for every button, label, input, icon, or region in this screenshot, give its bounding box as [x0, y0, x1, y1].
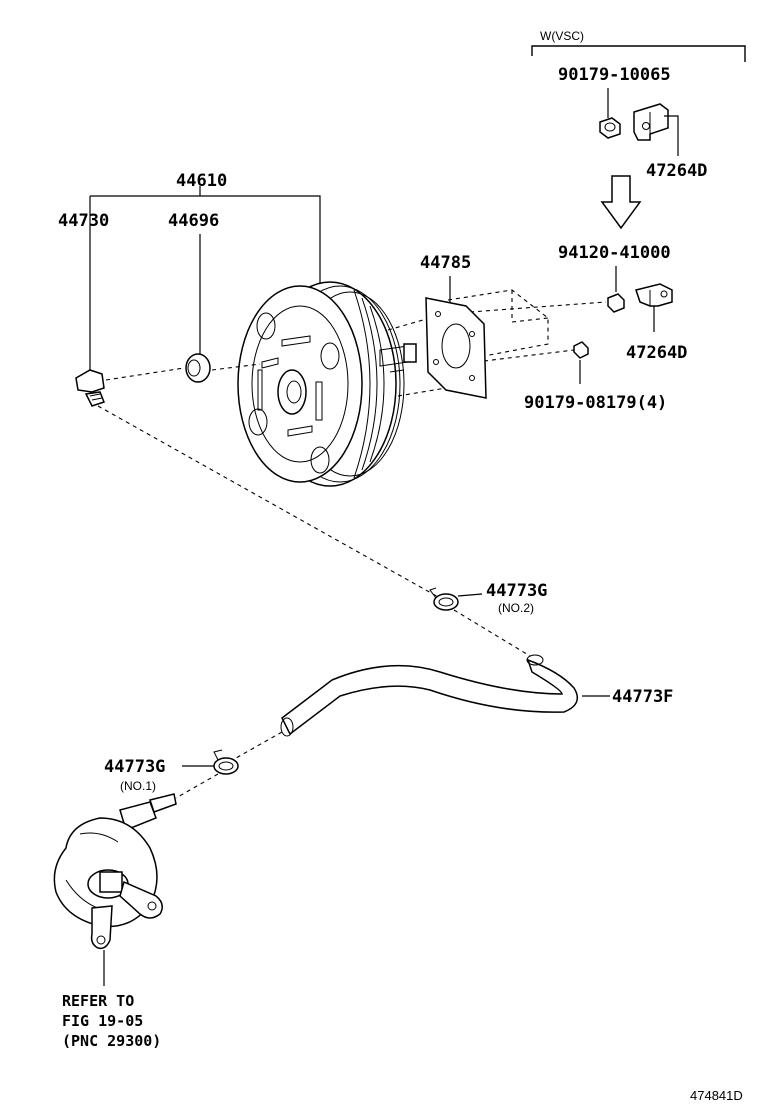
part-number-44610[interactable]: 44610	[176, 171, 227, 191]
part-number-44730[interactable]: 44730	[58, 211, 109, 231]
nut-90179-10065	[599, 117, 621, 139]
dash-to-nut-90179	[475, 349, 575, 363]
dash-valve-grommet	[105, 367, 185, 381]
part-number-44773g-no1[interactable]: 44773G	[104, 757, 165, 777]
dash-clamp1-pump	[175, 773, 219, 799]
part-number-94120-41000[interactable]: 94120-41000	[558, 243, 671, 263]
down-arrow-icon	[600, 175, 642, 230]
part-number-47264d-top[interactable]: 47264D	[646, 161, 707, 181]
clamp-no1-note: (NO.1)	[120, 779, 156, 793]
hose-clamp-44773g-no1	[213, 749, 239, 775]
dash-valve-clamp	[97, 405, 441, 599]
part-number-90179-10065[interactable]: 90179-10065	[558, 65, 671, 85]
part-number-44785[interactable]: 44785	[420, 253, 471, 273]
drawing-code: 474841D	[690, 1088, 743, 1103]
part-number-44773g-no2[interactable]: 44773G	[486, 581, 547, 601]
part-number-90179-08179[interactable]: 90179-08179(4)	[524, 393, 667, 413]
refer-line-3[interactable]: (PNC 29300)	[62, 1032, 161, 1050]
vacuum-hose-44773f	[280, 654, 579, 737]
part-number-44696[interactable]: 44696	[168, 211, 219, 231]
vsc-bracket-line	[531, 45, 746, 62]
dash-to-nut-94120	[469, 301, 607, 313]
gasket-44785	[425, 297, 487, 399]
grommet-44696	[185, 353, 211, 383]
clamp-no2-note: (NO.2)	[498, 601, 534, 615]
vacuum-pump	[53, 793, 177, 950]
leader-44610-bracket	[90, 195, 321, 284]
refer-line-2[interactable]: FIG 19-05	[62, 1012, 143, 1030]
leader-44773g-no2	[457, 593, 483, 597]
vsc-variant-group: W(VSC) 90179-10065 47264D	[531, 29, 746, 230]
bracket-47264d-mid	[635, 283, 673, 307]
check-valve-44730	[75, 369, 105, 407]
vsc-note-label: W(VSC)	[540, 29, 584, 43]
dash-clamp-hose	[453, 609, 531, 657]
leader-47264d-top	[664, 115, 679, 156]
part-number-44773f[interactable]: 44773F	[612, 687, 673, 707]
nut-90179-08179	[573, 341, 589, 359]
nut-94120-41000	[607, 293, 625, 313]
dash-grommet-booster	[211, 363, 261, 371]
dash-hose-clamp1	[235, 731, 283, 759]
firewall-outline	[447, 289, 549, 357]
hose-clamp-44773g-no2	[429, 587, 459, 611]
brake-booster-44610	[237, 281, 417, 487]
refer-line-1[interactable]: REFER TO	[62, 992, 134, 1010]
bracket-47264d-top	[633, 103, 669, 141]
part-number-47264d-mid[interactable]: 47264D	[626, 343, 687, 363]
dash-stud-top	[387, 317, 431, 331]
firewall-outline-inner	[511, 290, 549, 323]
